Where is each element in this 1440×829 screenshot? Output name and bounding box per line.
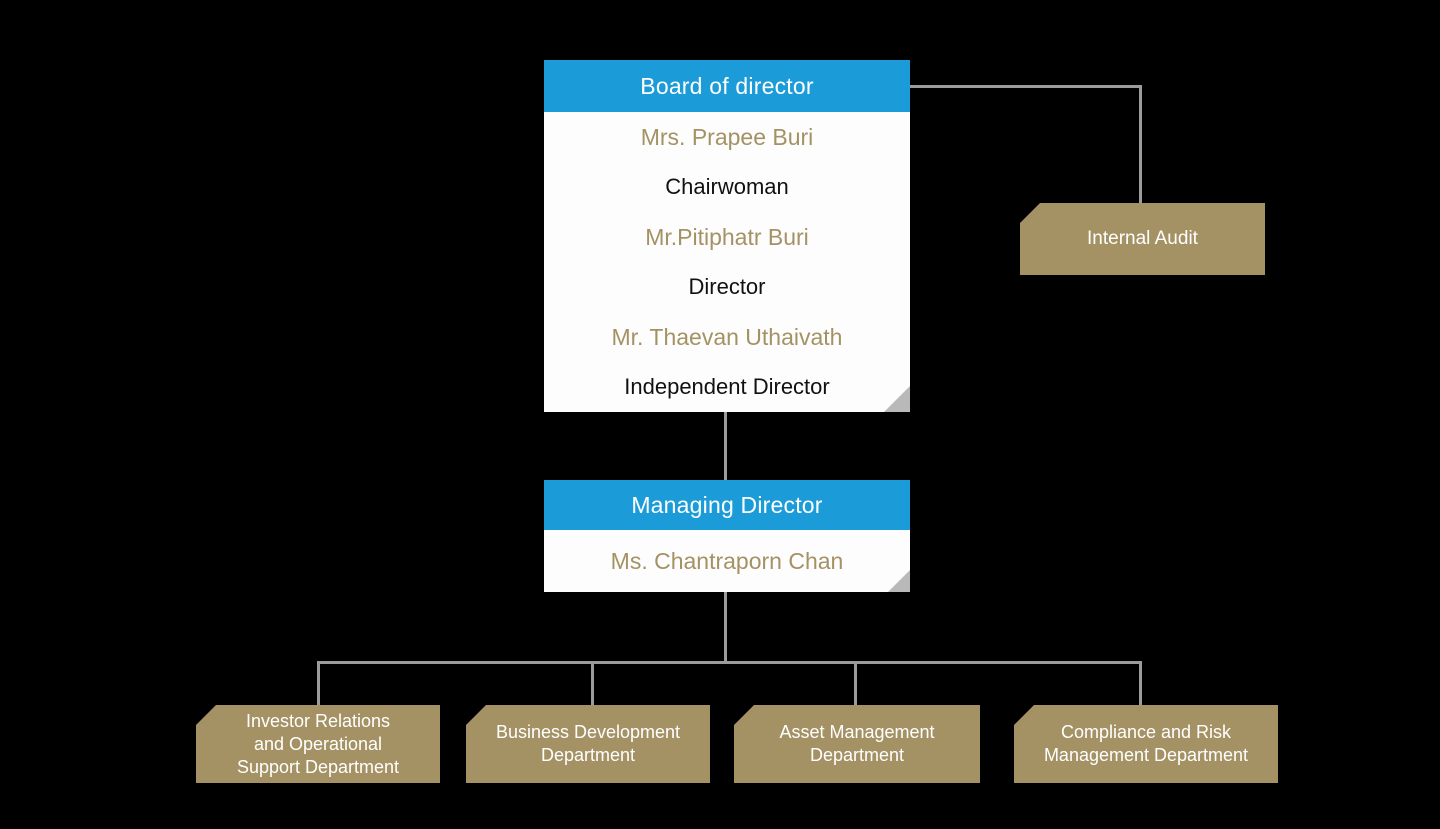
board-of-director-title: Board of director [544, 60, 910, 112]
managing-director-title: Managing Director [544, 480, 910, 530]
internal-audit-box: Internal Audit [1020, 203, 1265, 275]
department-label: Compliance and Risk Management Departmen… [1043, 722, 1249, 765]
board-member-role: Independent Director [624, 374, 830, 399]
board-member-role: Chairwoman [665, 174, 789, 199]
department-label: Business Development Department [495, 722, 681, 765]
board-member-name: Mrs. Prapee Buri [640, 123, 814, 150]
department-label: Asset Management Department [779, 722, 935, 765]
folded-corner [888, 570, 910, 592]
connector-dept-investor-relations [317, 661, 320, 705]
managing-director-body: Ms. Chantraporn Chan [544, 530, 910, 592]
connector-board-managing-director [724, 412, 727, 480]
board-of-director-card: Board of director Mrs. Prapee Buri Chair… [544, 60, 910, 412]
department-label: Investor Relations and Operational Suppo… [236, 710, 400, 777]
department-box-compliance-risk: Compliance and Risk Management Departmen… [1014, 705, 1278, 783]
managing-director-name: Ms. Chantraporn Chan [610, 547, 844, 574]
connector-board-internal-audit-vertical [1139, 85, 1142, 203]
connector-departments-horizontal [317, 661, 1142, 664]
board-of-director-body: Mrs. Prapee Buri Chairwoman Mr.Pitiphatr… [544, 112, 910, 412]
connector-dept-business-development [591, 661, 594, 705]
department-box-asset-management: Asset Management Department [734, 705, 980, 783]
board-member-name: Mr.Pitiphatr Buri [645, 223, 809, 250]
connector-board-internal-audit-horizontal [908, 85, 1142, 88]
board-member-name: Mr. Thaevan Uthaivath [611, 323, 843, 350]
connector-dept-compliance-risk [1139, 661, 1142, 705]
department-box-investor-relations: Investor Relations and Operational Suppo… [196, 705, 440, 783]
folded-corner [884, 386, 910, 412]
connector-managing-director-drop [724, 592, 727, 662]
internal-audit-label: Internal Audit [1087, 228, 1198, 249]
board-member-role: Director [688, 274, 766, 299]
connector-dept-asset-management [854, 661, 857, 705]
managing-director-card: Managing Director Ms. Chantraporn Chan [544, 480, 910, 592]
department-box-business-development: Business Development Department [466, 705, 710, 783]
